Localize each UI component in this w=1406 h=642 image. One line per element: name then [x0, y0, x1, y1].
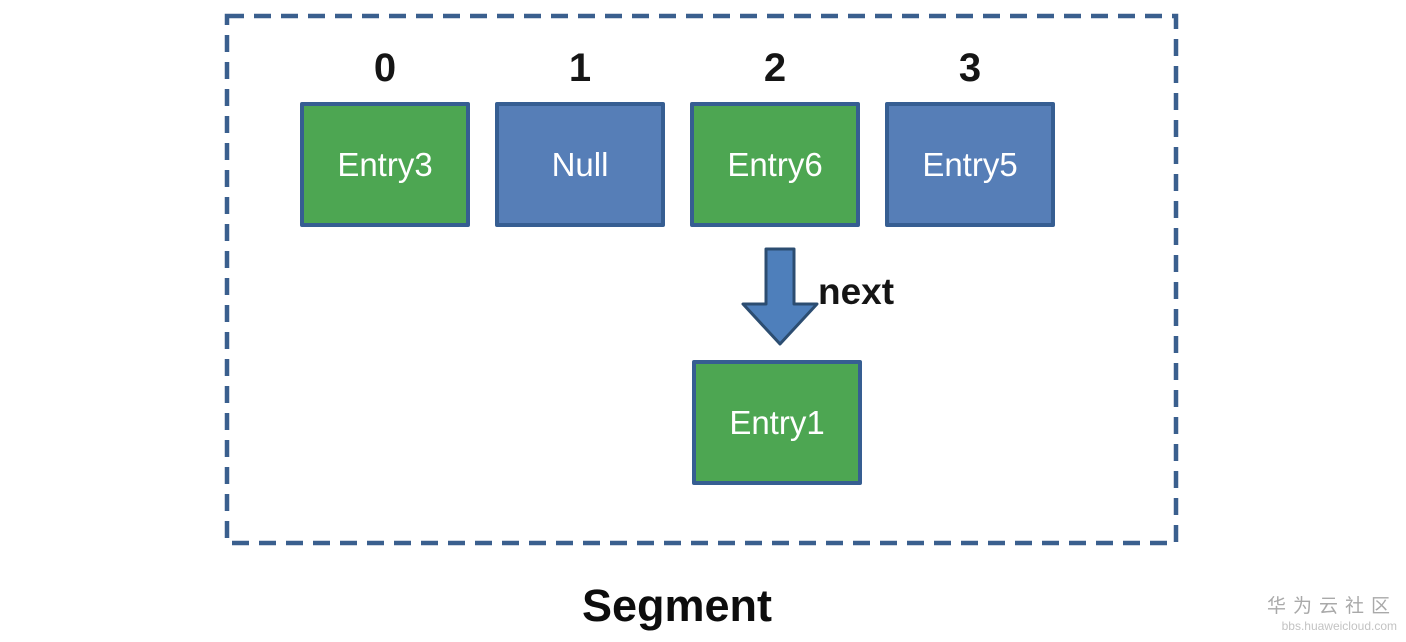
bucket-slot-3: 3 Entry5: [885, 42, 1055, 227]
bucket-slot-0: 0 Entry3: [300, 42, 470, 227]
bucket-node-entry5: Entry5: [885, 102, 1055, 227]
bucket-node-null: Null: [495, 102, 665, 227]
dashed-rect-shape: [224, 13, 1179, 546]
bucket-index-label: 2: [763, 46, 787, 90]
bucket-node-entry6: Entry6: [690, 102, 860, 227]
watermark-site-url: bbs.huaweicloud.com: [1281, 618, 1397, 633]
bucket-slot-2: 2 Entry6: [690, 42, 860, 227]
bucket-index-label: 0: [373, 46, 397, 90]
segment-caption: Segment: [581, 580, 773, 631]
down-arrow-shape: [741, 247, 819, 346]
next-pointer-label: next: [818, 271, 895, 312]
bucket-node-entry3: Entry3: [300, 102, 470, 227]
watermark: 华为云社区 bbs.huaweicloud.com: [1266, 596, 1397, 633]
watermark-site-name: 华为云社区: [1266, 596, 1397, 617]
chained-node-entry1: Entry1: [692, 360, 862, 485]
bucket-index-label: 1: [568, 46, 592, 90]
next-arrow-icon: [741, 247, 819, 346]
bucket-slot-1: 1 Null: [495, 42, 665, 227]
bucket-index-label: 3: [958, 46, 982, 90]
